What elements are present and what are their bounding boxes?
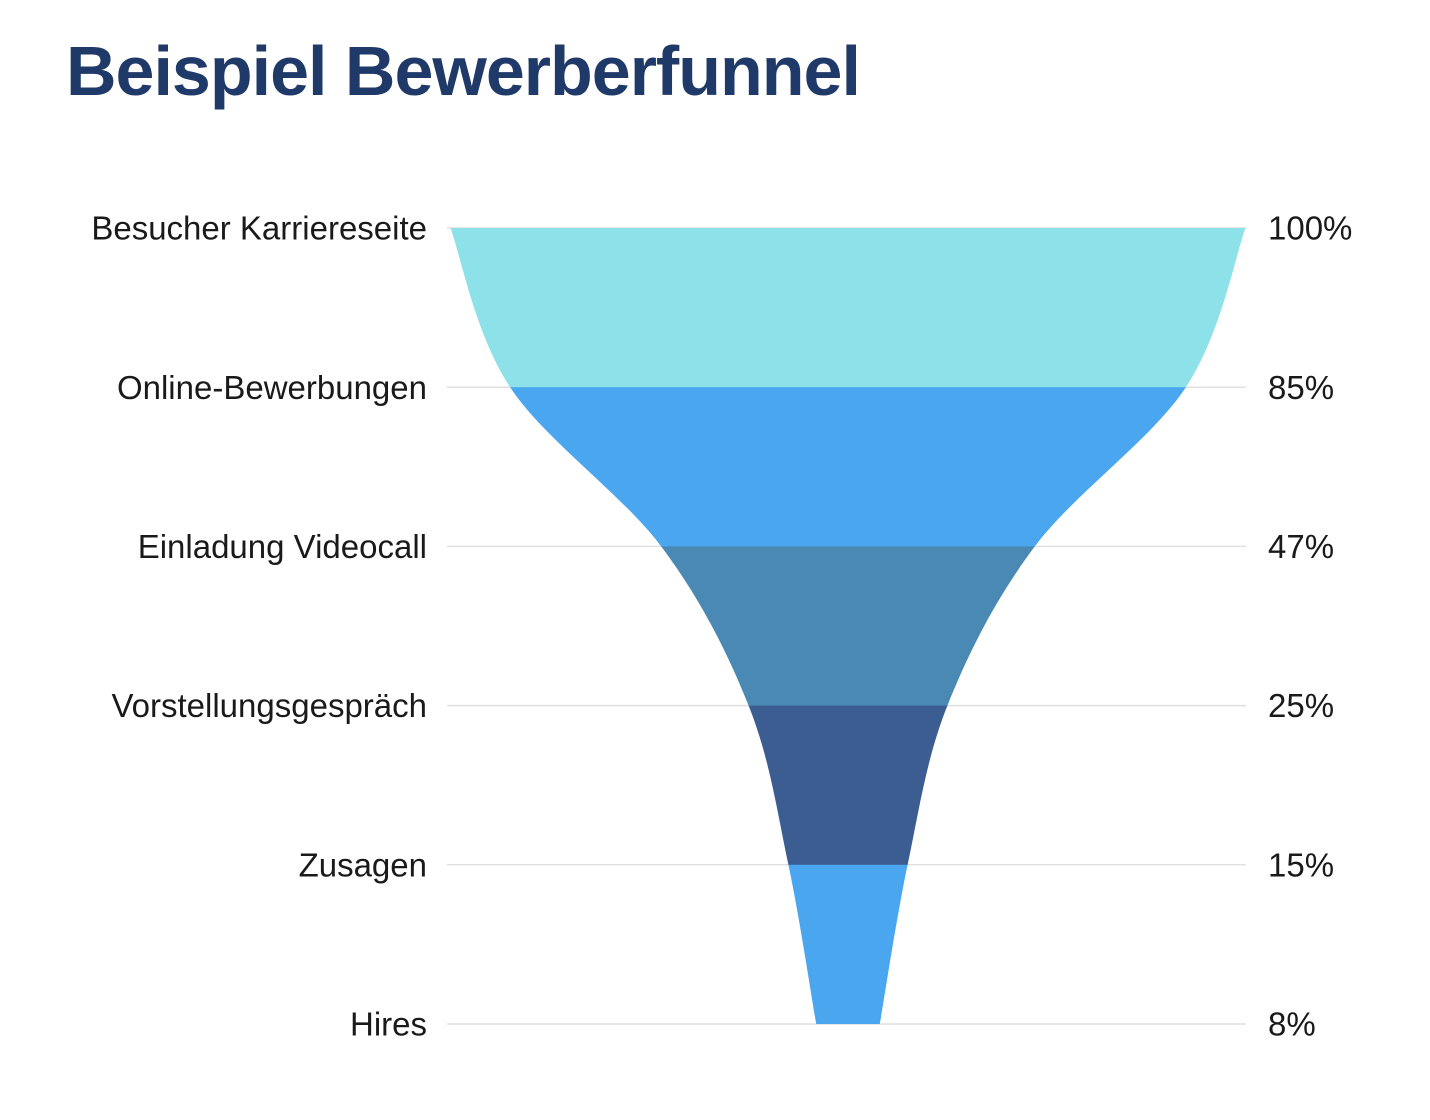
stage-label: Online-Bewerbungen <box>117 369 427 406</box>
stage-label: Besucher Karriereseite <box>91 210 427 247</box>
funnel-segment <box>450 705 1246 866</box>
funnel-segment <box>450 546 1246 707</box>
stage-label: Hires <box>350 1006 427 1043</box>
funnel-body <box>450 228 1246 1024</box>
stage-label: Vorstellungsgespräch <box>111 687 427 724</box>
chart-title: Beispiel Bewerberfunnel <box>66 32 861 110</box>
stage-percent: 100% <box>1268 210 1352 247</box>
stage-percent: 85% <box>1268 369 1334 406</box>
stage-percent: 8% <box>1268 1006 1316 1043</box>
labels: Besucher Karriereseite 100% Online-Bewerbu… <box>91 210 1352 1043</box>
stage-label: Einladung Videocall <box>138 528 427 565</box>
stage-percent: 47% <box>1268 528 1334 565</box>
funnel-segment <box>450 864 1246 1024</box>
stage-percent: 25% <box>1268 687 1334 724</box>
stage-label: Zusagen <box>299 846 427 883</box>
funnel-segment <box>450 228 1246 389</box>
funnel-segment <box>450 387 1246 548</box>
stage-percent: 15% <box>1268 846 1334 883</box>
